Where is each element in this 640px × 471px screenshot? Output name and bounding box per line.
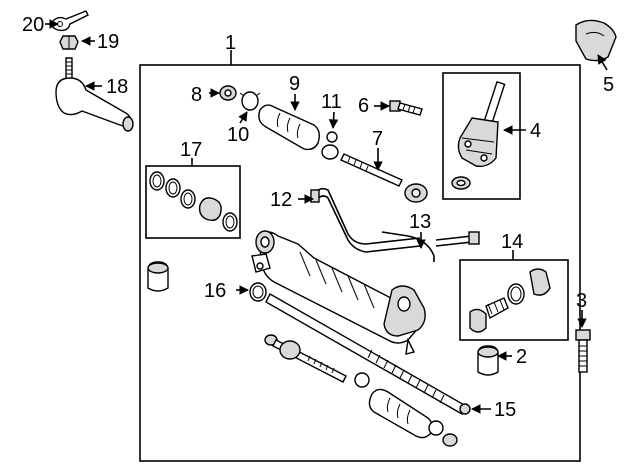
part-6-bolt (389, 100, 423, 116)
callout-11: 11 (321, 91, 342, 113)
part-12-13-lines (310, 187, 480, 262)
part-20-clip (51, 10, 89, 32)
bushing-left (147, 261, 169, 292)
callout-16: 16 (204, 280, 226, 302)
callout-7: 7 (372, 128, 383, 150)
part-16-seal (249, 282, 267, 302)
callout-2: 2 (516, 346, 527, 368)
rack-housing (251, 230, 426, 355)
part-18-tie-rod-end (55, 57, 134, 132)
callout-15: 15 (494, 399, 516, 421)
callout-10: 10 (227, 124, 249, 146)
part-9-boot (258, 104, 321, 151)
callout-3: 3 (576, 290, 587, 312)
assembly-frame (139, 64, 581, 462)
part-19-nut (59, 35, 79, 50)
callout-1: 1 (225, 32, 236, 54)
box-4 (442, 72, 521, 200)
callout-18: 18 (106, 76, 128, 98)
part-8-nut (219, 85, 237, 101)
rack-bar (265, 293, 471, 415)
callout-5: 5 (603, 74, 614, 96)
inner-tie-rod-lower (264, 334, 458, 447)
part-11-clamp (321, 131, 339, 160)
box-17 (145, 165, 241, 239)
leader-arrows (45, 19, 608, 414)
box-14 (459, 259, 569, 341)
part-17-seal-kit (149, 171, 238, 232)
callout-4: 4 (530, 120, 541, 142)
part-2-bushing (477, 345, 499, 376)
part-10-clamp (239, 91, 261, 111)
part-5-mount (575, 19, 617, 62)
callout-9: 9 (289, 73, 300, 95)
part-14-seal-kit (469, 268, 551, 333)
callout-12: 12 (270, 189, 292, 211)
part-7-inner-tie-rod (340, 153, 428, 203)
callout-19: 19 (97, 31, 119, 53)
part-4-pinion-assembly (451, 80, 506, 190)
callout-13: 13 (409, 211, 431, 233)
callout-14: 14 (501, 231, 523, 253)
callout-6: 6 (358, 95, 369, 117)
callout-8: 8 (191, 84, 202, 106)
part-3-bolt (575, 329, 591, 373)
callout-20: 20 (22, 14, 44, 36)
callout-17: 17 (180, 139, 202, 161)
